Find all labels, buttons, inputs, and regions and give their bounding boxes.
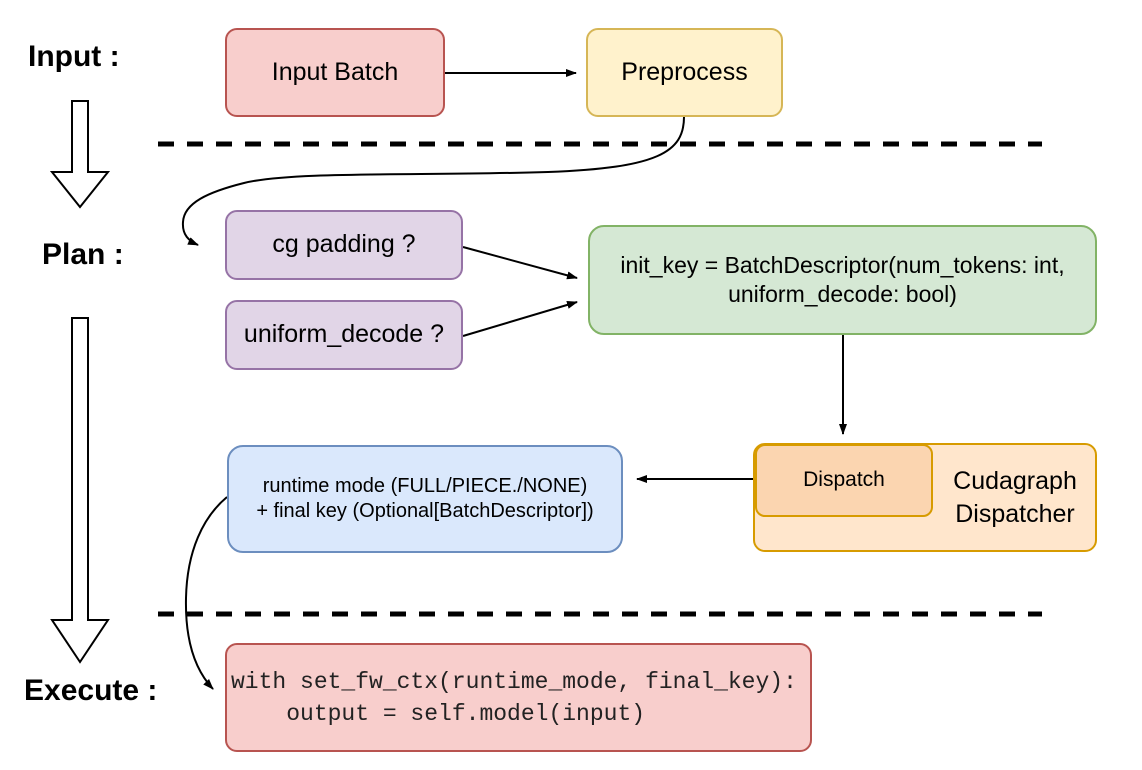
stage-label-input: Input :: [28, 40, 120, 73]
stage-arrow-input-to-plan: [49, 100, 111, 209]
node-preprocess-label: Preprocess: [621, 57, 748, 86]
stage-label-execute: Execute :: [24, 674, 158, 707]
node-cg-padding: cg padding ?: [225, 210, 463, 280]
edge-uniformdecode-to-initkey: [462, 301, 578, 337]
node-dispatch-label: Dispatch: [803, 468, 885, 492]
node-dispatch: Dispatch: [755, 444, 933, 517]
node-preprocess: Preprocess: [586, 28, 783, 117]
stage-arrow-plan-to-execute: [50, 317, 110, 664]
edge-cgpadding-to-initkey: [462, 246, 578, 280]
execute-code-line2: output = self.model(input): [231, 700, 646, 727]
node-execute-code: with set_fw_ctx(runtime_mode, final_key)…: [225, 643, 812, 752]
node-runtime-mode-line1: runtime mode (FULL/PIECE./NONE): [262, 475, 588, 497]
node-runtime-mode: runtime mode (FULL/PIECE./NONE) + final …: [227, 445, 623, 553]
node-runtime-mode-line2: + final key (Optional[BatchDescriptor]): [256, 500, 594, 522]
node-input-batch: Input Batch: [225, 28, 445, 117]
edge-preprocess-to-cgpadding: [181, 116, 685, 246]
cudagraph-label-line2: Dispatcher: [955, 499, 1075, 528]
node-uniform-decode-label: uniform_decode ?: [243, 320, 445, 349]
node-input-batch-label: Input Batch: [271, 57, 399, 86]
stage-label-plan: Plan :: [42, 238, 124, 271]
node-uniform-decode: uniform_decode ?: [225, 300, 463, 370]
execute-code-line1: with set_fw_ctx(runtime_mode, final_key)…: [231, 668, 797, 695]
cudagraph-label-line1: Cudagraph: [953, 467, 1077, 495]
node-init-key-line1: init_key = BatchDescriptor(num_tokens: i…: [620, 252, 1065, 279]
node-init-key: init_key = BatchDescriptor(num_tokens: i…: [588, 225, 1097, 335]
node-init-key-line2: uniform_decode: bool): [728, 281, 957, 307]
edge-runtimemode-to-executecode: [184, 496, 228, 690]
node-cudagraph-dispatcher-label: Cudagraph Dispatcher: [933, 443, 1097, 552]
node-cg-padding-label: cg padding ?: [272, 230, 416, 259]
